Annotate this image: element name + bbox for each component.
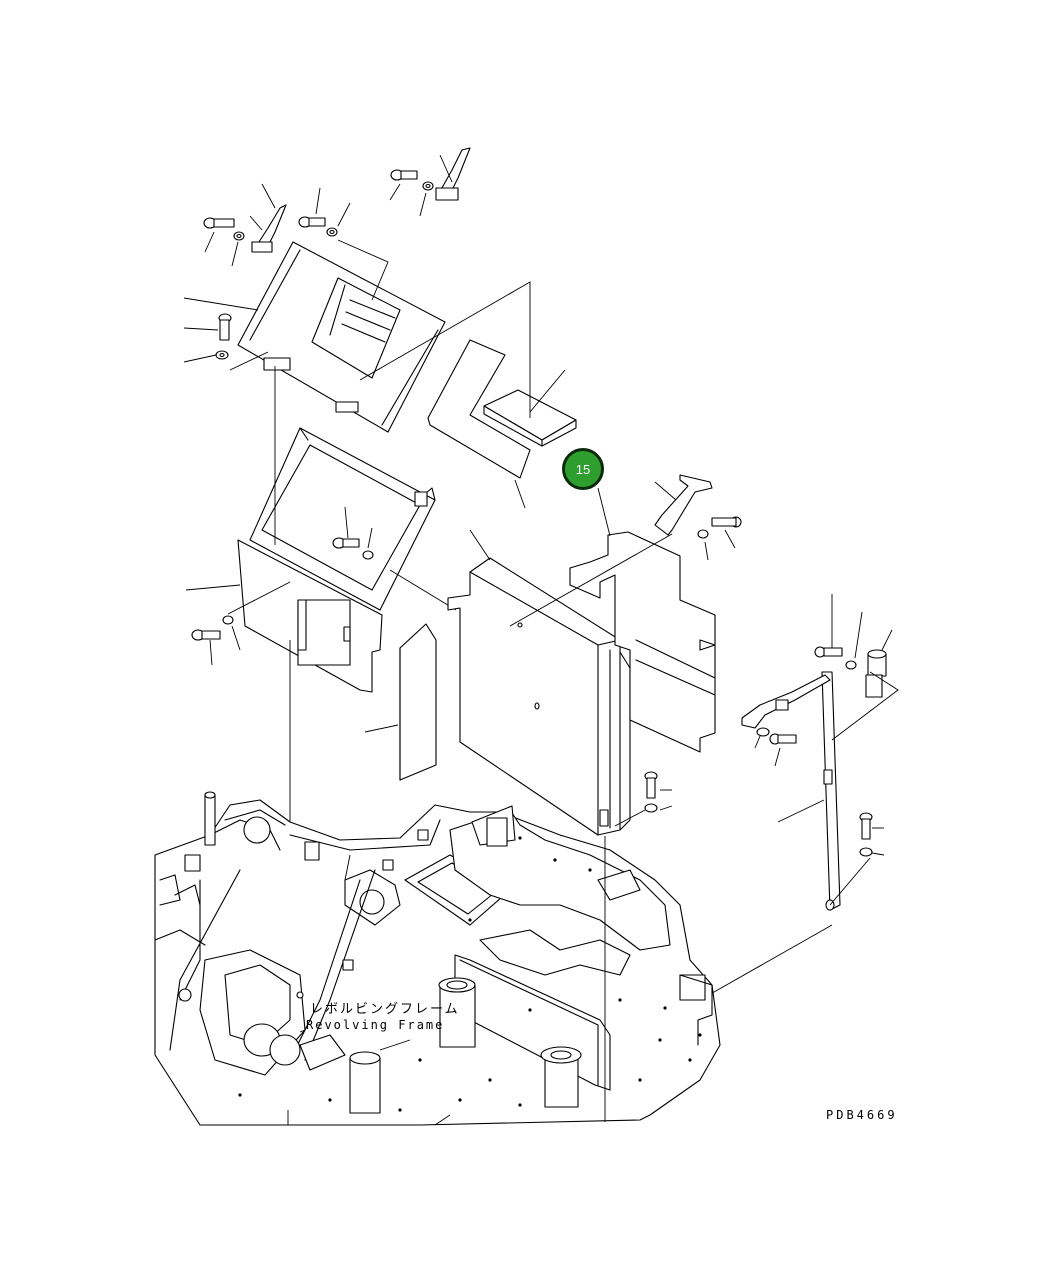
washer-icon	[326, 227, 338, 237]
leader-lines	[509, 481, 736, 627]
bolt-icon	[769, 733, 797, 745]
bolt-icon	[191, 629, 221, 641]
support-frame	[249, 427, 436, 611]
foam-block	[364, 623, 437, 781]
bracket-plate	[237, 539, 383, 693]
bolt-icon	[203, 217, 235, 229]
bolt-icon	[711, 516, 742, 528]
washer-icon	[215, 350, 229, 360]
washer-icon	[697, 529, 709, 539]
bolt-icon	[218, 313, 232, 341]
revolving-frame-label-en: Revolving Frame	[306, 1018, 445, 1032]
seal-strip	[427, 339, 531, 509]
washer-icon	[756, 727, 770, 737]
washer-icon	[644, 803, 658, 813]
main-cover-panel	[447, 529, 631, 836]
washer-icon	[222, 615, 234, 625]
leader-lines	[699, 594, 899, 1001]
bracket-arm	[654, 474, 713, 536]
part-callout-15[interactable]: 15	[562, 448, 604, 490]
revolving-frame-label-jp: レボルビングフレーム	[310, 1002, 460, 1017]
washer-icon	[859, 847, 873, 857]
leader-lines	[185, 366, 457, 825]
bolt-icon	[390, 169, 418, 181]
washer-icon	[422, 181, 434, 191]
bushing-icon	[865, 649, 887, 698]
latch-bracket	[741, 674, 831, 729]
bolt-icon	[644, 771, 658, 799]
revolving-frame	[154, 791, 721, 1126]
drawing-code: PDB4669	[826, 1108, 898, 1122]
hinge-right	[435, 147, 471, 201]
hinge-left	[251, 204, 287, 253]
top-cover-plate	[237, 241, 446, 433]
bolt-icon	[859, 812, 873, 840]
stay-rod	[821, 671, 841, 911]
washer-icon	[845, 660, 857, 670]
bolt-icon	[332, 537, 360, 549]
bolt-icon	[814, 646, 843, 658]
washer-icon	[233, 231, 245, 241]
leader-lines	[183, 154, 453, 371]
stepped-side-plate	[569, 531, 716, 753]
bolt-icon	[298, 216, 326, 228]
washer-icon	[362, 550, 374, 560]
